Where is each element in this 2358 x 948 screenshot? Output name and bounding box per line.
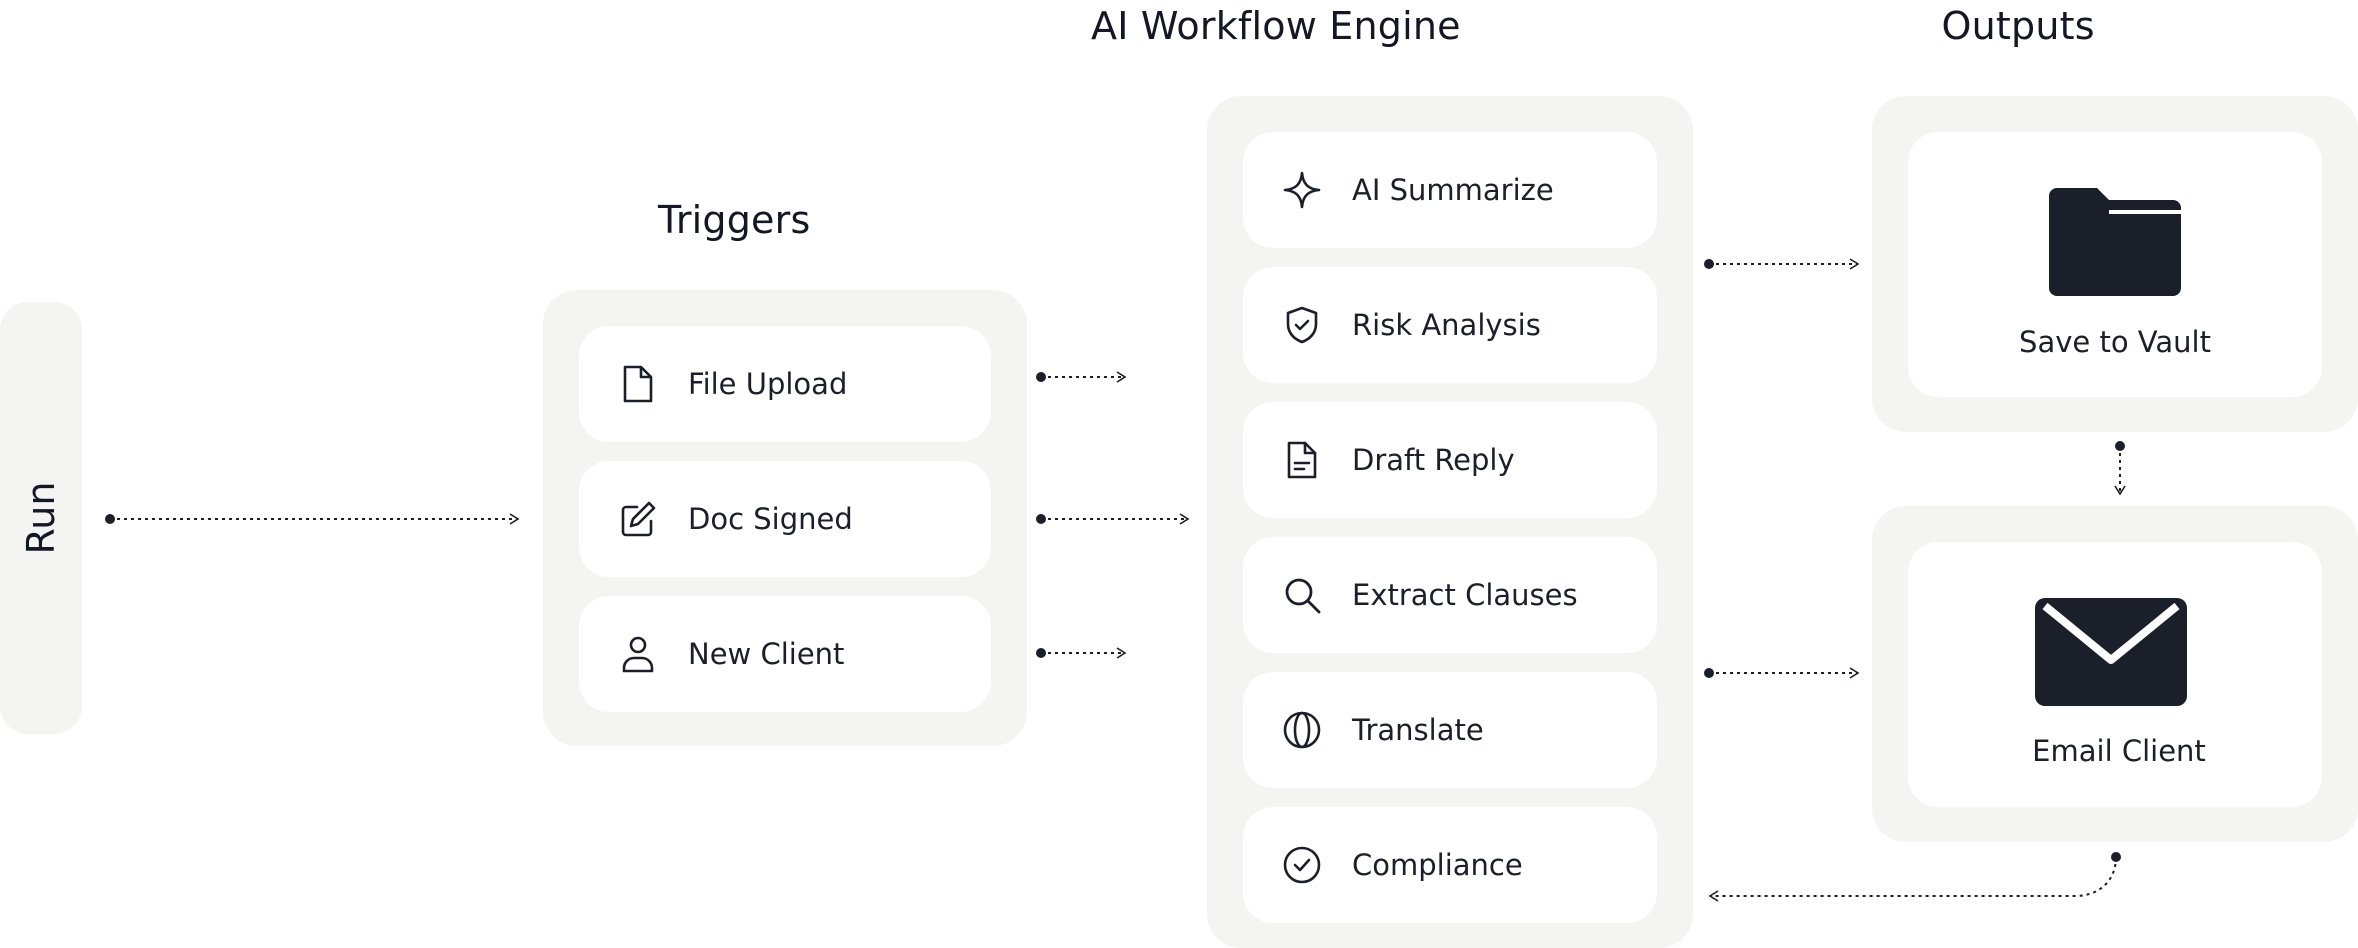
- connector-dot: [2115, 441, 2125, 451]
- envelope-icon: [2035, 598, 2187, 710]
- engine-title: AI Workflow Engine: [1091, 4, 1461, 48]
- folder-icon: [2049, 188, 2181, 300]
- user-icon: [617, 633, 659, 675]
- trigger-label: New Client: [688, 637, 845, 671]
- trigger-label: File Upload: [688, 367, 848, 401]
- engine-label: AI Summarize: [1352, 173, 1554, 207]
- output-vault-panel: Save to Vault: [1872, 96, 2358, 432]
- outputs-title: Outputs: [1941, 4, 2095, 48]
- connector-dot: [1036, 372, 1046, 382]
- check-circle-icon: [1281, 844, 1323, 886]
- engine-compliance[interactable]: Compliance: [1243, 807, 1657, 923]
- engine-translate[interactable]: Translate: [1243, 672, 1657, 788]
- engine-draft-reply[interactable]: Draft Reply: [1243, 402, 1657, 518]
- engine-label: Compliance: [1352, 848, 1523, 882]
- engine-ai-summarize[interactable]: AI Summarize: [1243, 132, 1657, 248]
- output-label: Email Client: [2032, 734, 2206, 768]
- trigger-file-upload[interactable]: File Upload: [579, 326, 991, 442]
- engine-label: Translate: [1352, 713, 1484, 747]
- output-email-client[interactable]: Email Client: [1908, 542, 2322, 807]
- connector-dot: [1036, 648, 1046, 658]
- engine-risk-analysis[interactable]: Risk Analysis: [1243, 267, 1657, 383]
- connector-dot: [105, 514, 115, 524]
- output-label: Save to Vault: [2019, 325, 2211, 359]
- shield-check-icon: [1281, 304, 1323, 346]
- engine-label: Extract Clauses: [1352, 578, 1578, 612]
- engine-label: Risk Analysis: [1352, 308, 1541, 342]
- triggers-title: Triggers: [658, 198, 811, 242]
- globe-icon: [1281, 709, 1323, 751]
- engine-label: Draft Reply: [1352, 443, 1515, 477]
- connector-dot: [2111, 852, 2121, 862]
- run-button[interactable]: [0, 302, 82, 734]
- connector-dot: [1036, 514, 1046, 524]
- triggers-panel: File Upload Doc Signed New Client: [543, 290, 1027, 746]
- file-icon: [617, 363, 659, 405]
- pen-icon: [617, 498, 659, 540]
- document-icon: [1281, 439, 1323, 481]
- output-email-panel: Email Client: [1872, 506, 2358, 842]
- trigger-doc-signed[interactable]: Doc Signed: [579, 461, 991, 577]
- connector-dot: [1704, 668, 1714, 678]
- engine-panel: AI Summarize Risk Analysis Draft Reply: [1207, 96, 1693, 948]
- output-save-to-vault[interactable]: Save to Vault: [1908, 132, 2322, 397]
- sparkle-icon: [1281, 169, 1323, 211]
- trigger-label: Doc Signed: [688, 502, 853, 536]
- trigger-new-client[interactable]: New Client: [579, 596, 991, 712]
- email-to-compliance-arrow: [1708, 856, 2117, 902]
- connector-dot: [1704, 259, 1714, 269]
- engine-extract-clauses[interactable]: Extract Clauses: [1243, 537, 1657, 653]
- search-icon: [1281, 574, 1323, 616]
- run-label: Run: [19, 481, 63, 555]
